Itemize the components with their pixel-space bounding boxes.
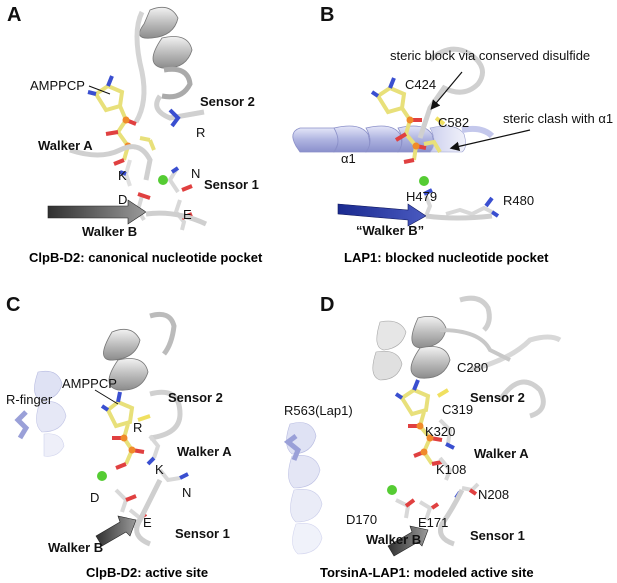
panel-b-steric-clash-arrow: [449, 129, 531, 152]
panel-d-beta-strand: [387, 525, 429, 557]
panel-b-beta-strand: [337, 203, 427, 227]
panel-d: D C280 R563(Lap1) C319 Sensor 2 K320 Wal…: [283, 294, 562, 580]
panel-b-caption: LAP1: blocked nucleotide pocket: [344, 250, 549, 265]
panel-a: A AMPPCP Sensor 2 R Walker A K N Sensor …: [7, 4, 263, 265]
panel-b-ligand: [370, 77, 446, 164]
panel-d-r563-sidechain: [283, 434, 302, 461]
panel-d-c280-label: C280: [457, 360, 488, 375]
panel-d-n208-label: N208: [478, 487, 509, 502]
panel-c-mg-ion: [97, 471, 107, 481]
panel-d-k320-sidechain: [438, 418, 453, 445]
panel-a-arg-sidechain: [168, 108, 181, 128]
panel-a-amppcp-leader: [88, 85, 111, 95]
panel-c-walker-b-label: Walker B: [48, 540, 103, 555]
panel-a-sensor1-label: Sensor 1: [204, 177, 259, 192]
panel-b-letter: B: [320, 4, 334, 26]
panel-a-walker-a-label: Walker A: [38, 138, 93, 153]
panel-b-h479-label: H479: [406, 189, 437, 204]
panel-a-helix: [133, 6, 205, 124]
panel-c-r-label: R: [133, 420, 142, 435]
panel-b-c424-label: C424: [405, 77, 436, 92]
panel-d-r563-label: R563(Lap1): [284, 403, 353, 418]
panel-d-n208-sidechain: [461, 482, 480, 493]
panel-b-steric-block-arrow: [430, 71, 463, 110]
panel-d-k108-sidechain: [438, 456, 453, 481]
panel-c-helix: [103, 311, 183, 441]
panel-c-n-label: N: [182, 485, 191, 500]
panel-c-rfinger-sidechain: [14, 410, 30, 440]
panel-b-his-sidechain: [424, 195, 433, 217]
panel-b-c582-label: C582: [438, 115, 469, 130]
panel-d-e171-sidechain: [418, 500, 433, 521]
panel-a-k-label: K: [118, 168, 127, 183]
panel-a-mg-ion: [158, 175, 168, 185]
panel-a-walker-b-label: Walker B: [82, 224, 137, 239]
panel-d-caption: TorsinA-LAP1: modeled active site: [320, 565, 534, 580]
panel-d-k320-label: K320: [425, 424, 455, 439]
panel-b-steric-clash-label: steric clash with α1: [503, 111, 613, 126]
panel-a-asn-sidechain: [167, 168, 180, 194]
panel-c-k-label: K: [155, 462, 164, 477]
panel-c-walker-a-label: Walker A: [177, 444, 232, 459]
panel-d-letter: D: [320, 294, 334, 316]
panel-b: B steric block via conserved disulfide C…: [292, 4, 613, 265]
panel-b-mg-ion: [419, 176, 429, 186]
panel-a-caption: ClpB-D2: canonical nucleotide pocket: [29, 250, 263, 265]
panel-b-alpha1-label: α1: [341, 151, 356, 166]
panel-c-asn-sidechain: [158, 468, 181, 483]
panel-c-beta-strand: [95, 515, 137, 547]
panel-a-letter: A: [7, 4, 21, 26]
panel-d-d170-sidechain: [395, 498, 411, 519]
panel-c-rfinger-label: R-finger: [6, 392, 53, 407]
panel-d-mg-ion: [387, 485, 397, 495]
panel-a-r-label: R: [196, 125, 205, 140]
panel-b-arg-sidechain: [445, 205, 493, 217]
panel-b-steric-block-label: steric block via conserved disulfide: [390, 48, 590, 63]
panel-c-lys-sidechain: [148, 434, 161, 459]
panel-c-letter: C: [6, 294, 20, 316]
panel-d-c319-label: C319: [442, 402, 473, 417]
panel-d-walker-b-label: Walker B: [366, 532, 421, 547]
panel-a-beta-strand: [47, 199, 147, 225]
panel-c-amppcp-leader: [94, 389, 119, 405]
panel-a-sensor2-label: Sensor 2: [200, 94, 255, 109]
panel-b-loop: [417, 46, 485, 139]
panel-c-asp-sidechain: [114, 488, 129, 513]
panel-d-d170-label: D170: [346, 512, 377, 527]
panel-d-sensor2-label: Sensor 2: [470, 390, 525, 405]
panel-a-amppcp-label: AMPPCP: [30, 78, 85, 93]
panel-d-walker-a-label: Walker A: [474, 446, 529, 461]
panel-d-ligand: [394, 379, 450, 466]
panel-c-e-label: E: [143, 515, 152, 530]
panel-c-d-label: D: [90, 490, 99, 505]
panel-c-amppcp-label: AMPPCP: [62, 376, 117, 391]
panel-a-ligand: [87, 75, 156, 166]
panel-d-k108-label: K108: [436, 462, 466, 477]
panel-d-e171-label: E171: [418, 515, 448, 530]
panel-b-walker-b-label: “Walker B”: [356, 223, 424, 238]
panel-c: C R-finger AMPPCP Sensor 2 R Walker A K …: [6, 294, 232, 580]
panel-a-e-label: E: [183, 207, 192, 222]
panel-a-n-label: N: [191, 166, 200, 181]
panel-c-sensor1-label: Sensor 1: [175, 526, 230, 541]
panel-a-d-label: D: [118, 192, 127, 207]
panel-a-walker-a-loop: [69, 144, 153, 181]
panel-d-sensor1-label: Sensor 1: [470, 528, 525, 543]
panel-c-sensor2-label: Sensor 2: [168, 390, 223, 405]
panel-b-r480-label: R480: [503, 193, 534, 208]
panel-c-ligand: [100, 391, 151, 470]
panel-c-caption: ClpB-D2: active site: [86, 565, 208, 580]
panel-c-rfinger-helix: [34, 370, 67, 457]
panel-d-helices: [372, 295, 562, 419]
